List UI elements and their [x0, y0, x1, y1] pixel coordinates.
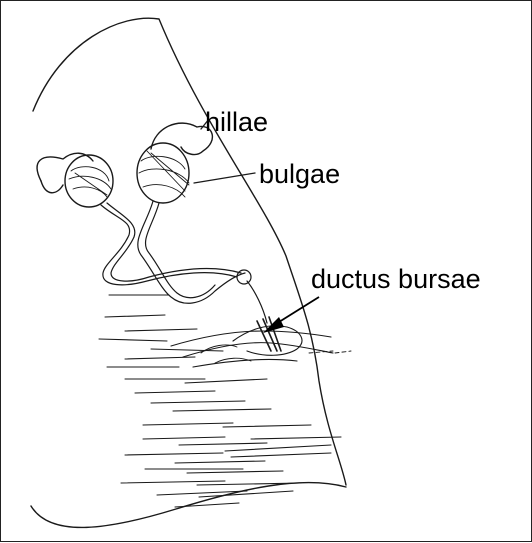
ductus-bursae-label: ductus bursae — [311, 266, 481, 293]
ductus-arrow — [263, 297, 319, 333]
duct-left-inner — [107, 203, 241, 281]
bulgae-label: bulgae — [259, 161, 340, 188]
setae — [99, 295, 341, 507]
duct-right-inner — [146, 203, 216, 298]
left-bursa — [37, 153, 113, 207]
hillae-label: hillae — [205, 109, 268, 136]
body-outline — [33, 18, 346, 485]
ductus-region — [171, 331, 333, 367]
body-outline-bottom — [31, 483, 346, 528]
right-bursa — [137, 123, 212, 203]
